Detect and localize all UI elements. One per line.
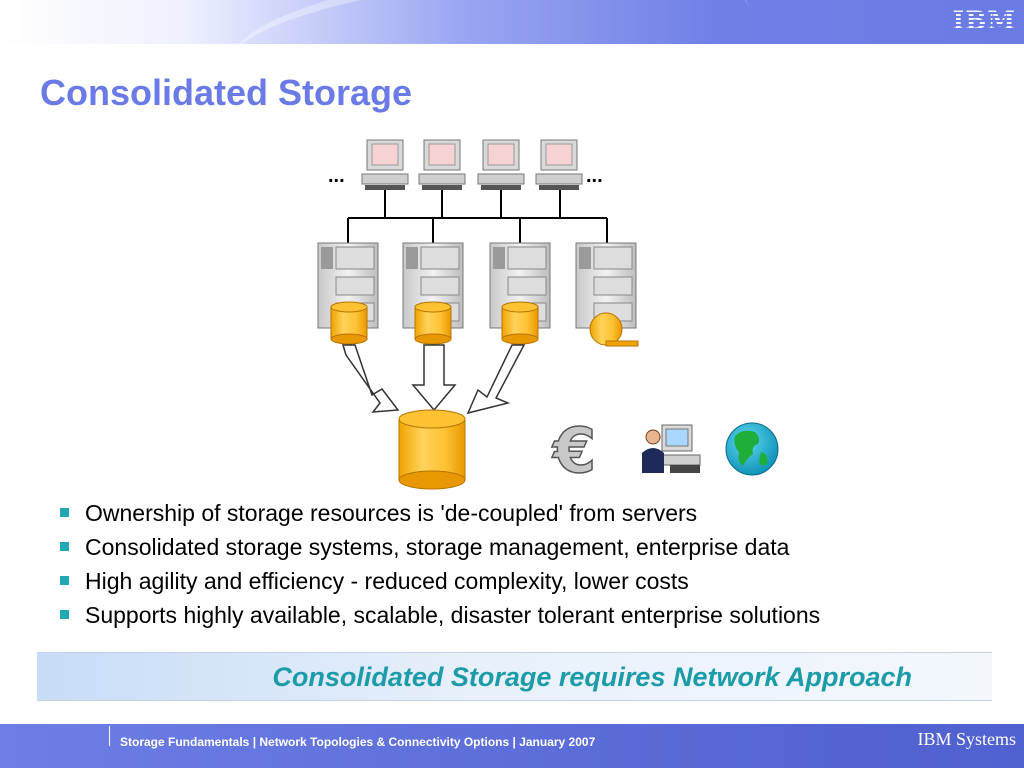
network-lines — [347, 190, 608, 244]
bullet-list: Ownership of storage resources is 'de-co… — [60, 496, 820, 632]
footer-divider — [109, 726, 110, 746]
client-computer — [535, 139, 583, 190]
server-disk — [501, 301, 539, 345]
header-band: IBM — [0, 0, 1024, 44]
server-disk — [414, 301, 452, 345]
client-computer — [477, 139, 525, 190]
bullet-item: Consolidated storage systems, storage ma… — [60, 530, 820, 564]
person-at-computer-icon — [642, 424, 701, 473]
globe-icon — [725, 422, 779, 476]
client-computer — [418, 139, 466, 190]
storage-diagram: ... ... — [317, 139, 779, 490]
euro-icon: € — [550, 413, 597, 488]
page-title: Consolidated Storage — [40, 72, 413, 113]
callout-text: Consolidated Storage requires Network Ap… — [272, 662, 912, 692]
footer-brand: IBM Systems — [917, 729, 1016, 749]
footer-breadcrumb: Storage Fundamentals | Network Topologie… — [120, 735, 596, 749]
flow-arrows — [341, 344, 526, 415]
bullet-item: Ownership of storage resources is 'de-co… — [60, 496, 820, 530]
client-computer — [361, 139, 409, 190]
tape-reel — [589, 312, 639, 347]
footer-bar: Storage Fundamentals | Network Topologie… — [0, 724, 1024, 768]
consolidated-storage-disk — [398, 409, 466, 490]
bullet-item: High agility and efficiency - reduced co… — [60, 564, 820, 598]
svg-text:€: € — [551, 414, 596, 487]
callout-banner: Consolidated Storage requires Network Ap… — [37, 652, 992, 701]
bullet-item: Supports highly available, scalable, dis… — [60, 598, 820, 632]
server-disk — [330, 301, 368, 345]
ellipsis-right: ... — [586, 165, 603, 187]
ibm-logo: IBM — [952, 6, 1016, 35]
ellipsis-left: ... — [328, 165, 345, 187]
